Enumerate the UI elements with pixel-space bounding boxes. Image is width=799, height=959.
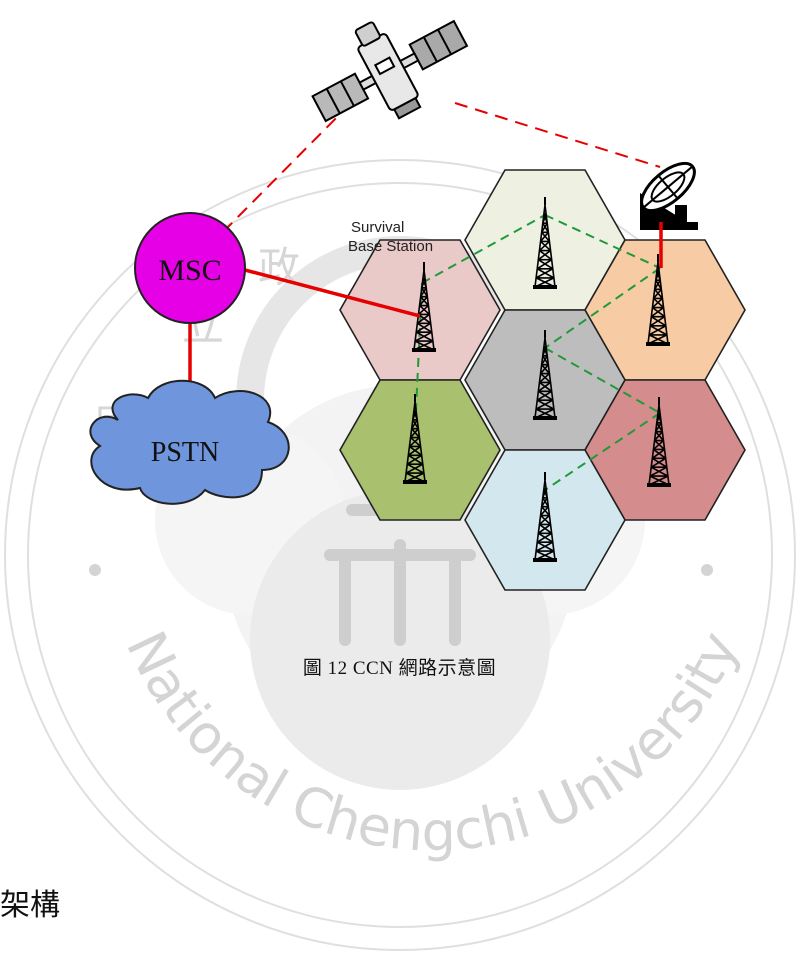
msc-node: MSC: [134, 212, 246, 324]
tower-survival-icon: [412, 262, 436, 352]
mesh-links: [415, 214, 661, 491]
tower-lower-left-icon: [403, 394, 427, 484]
figure-caption: 圖 12 CCN 網路示意圖: [302, 658, 497, 679]
pstn-label: PSTN: [151, 437, 219, 468]
satellite-dish-icon: [640, 161, 698, 230]
svg-text:政: 政: [258, 243, 300, 292]
satellite-links: [222, 91, 661, 233]
tower-lower-right-icon: [647, 397, 671, 487]
survival-base-station-label: Survival Base Station: [348, 219, 433, 255]
pstn-cloud: PSTN: [89, 379, 290, 505]
base-station-towers: [403, 197, 671, 562]
tower-bottom-icon: [533, 472, 557, 562]
page-text-fragment: 架構: [0, 888, 60, 923]
tower-top-icon: [533, 197, 557, 289]
cell-lower-left: [339, 379, 501, 521]
tower-right-icon: [646, 254, 670, 346]
satellite-icon: [311, 19, 469, 123]
survival-label-line2: Base Station: [348, 238, 433, 255]
msc-label: MSC: [158, 254, 221, 287]
tower-center-icon: [533, 330, 557, 420]
survival-label-line1: Survival: [351, 219, 404, 236]
